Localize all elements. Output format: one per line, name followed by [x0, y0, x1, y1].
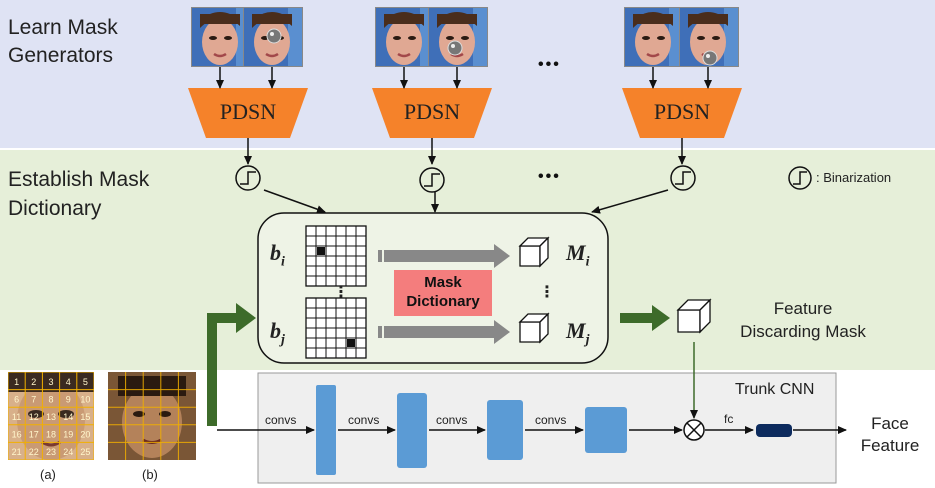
face-thumbnail — [624, 7, 684, 67]
vdots-right: ⋮ — [539, 284, 555, 301]
pdsn-label-1: PDSN — [219, 99, 277, 124]
bj-label-text: b — [270, 318, 281, 343]
bi-label: bi — [270, 240, 285, 270]
mask-grid-bi — [305, 225, 367, 287]
grid-number: 25 — [80, 447, 90, 457]
grid-number: 24 — [63, 447, 73, 457]
trunk-block-3 — [487, 400, 523, 460]
bi-label-text: b — [270, 240, 281, 265]
establish-section-title: Establish Mask Dictionary — [8, 168, 150, 220]
grid-number: 16 — [12, 430, 22, 440]
grid-number: 3 — [48, 377, 53, 387]
grid-number: 19 — [63, 430, 73, 440]
grid-number: 22 — [29, 447, 39, 457]
caption-a: (a) — [40, 467, 56, 482]
pdsn-block-1 — [188, 88, 308, 138]
feature-mask-label: Feature Discarding Mask — [740, 299, 866, 341]
convs-label-3: convs — [436, 413, 468, 427]
grid-number: 6 — [14, 394, 19, 404]
mask-dictionary-box — [394, 270, 492, 316]
pdsn-label-2: PDSN — [403, 99, 461, 124]
binarization-icon-3 — [670, 165, 696, 191]
mi-label-sub: i — [585, 254, 590, 270]
trunk-cnn-title: Trunk CNN — [735, 381, 815, 398]
mj-label-sub: j — [585, 332, 590, 348]
caption-b: (b) — [142, 467, 158, 482]
trunk-block-2 — [397, 393, 427, 468]
grid-number: 2 — [31, 377, 36, 387]
cube-mi — [518, 236, 550, 268]
grid-number: 17 — [29, 430, 39, 440]
trunk-block-4 — [585, 407, 627, 453]
mj-label: Mj — [566, 318, 589, 348]
fc-block — [756, 424, 792, 437]
learn-section-title: Learn Mask Generators — [8, 16, 118, 67]
cube-feature-mask — [676, 298, 712, 334]
grid-number: 21 — [12, 447, 22, 457]
grid-number: 23 — [46, 447, 56, 457]
mask-grid-bj — [305, 297, 367, 359]
grid-number: 14 — [63, 412, 73, 422]
gray-arrow-bottom — [378, 320, 510, 344]
face-thumbnail — [679, 7, 739, 67]
grid-number: 1 — [14, 377, 19, 387]
ellipsis-mid: ••• — [538, 168, 561, 185]
mj-label-text: M — [566, 318, 586, 343]
grid-number: 11 — [12, 412, 21, 422]
vdots-left: ⋮ — [333, 284, 349, 301]
mi-label-text: M — [566, 240, 586, 265]
fc-label: fc — [724, 412, 734, 426]
face-thumbnail — [375, 7, 435, 67]
mask-dictionary-label: Mask Dictionary — [406, 274, 480, 310]
binarization-legend-label: : Binarization — [816, 170, 892, 185]
pdsn-label-3: PDSN — [653, 99, 711, 124]
grid-number: 18 — [46, 430, 56, 440]
face-feature-label: Face Feature — [860, 414, 920, 455]
cube-mj — [518, 312, 550, 344]
binarization-legend-icon — [788, 166, 812, 190]
grid-number: 4 — [66, 377, 71, 387]
green-arrow-to-dictionary — [207, 303, 256, 426]
bj-label-sub: j — [281, 332, 285, 348]
multiply-icon — [683, 419, 705, 441]
grid-number: 12 — [29, 412, 39, 422]
grid-number: 15 — [80, 412, 90, 422]
grid-number: 8 — [48, 394, 53, 404]
face-thumbnail — [191, 7, 251, 67]
convs-label-4: convs — [535, 413, 567, 427]
convs-label-1: convs — [265, 413, 297, 427]
grid-number: 10 — [80, 394, 90, 404]
binarization-icon-2 — [419, 167, 445, 193]
bi-label-sub: i — [281, 254, 285, 270]
mi-label: Mi — [566, 240, 589, 270]
bj-label: bj — [270, 318, 285, 348]
grid-number: 13 — [46, 412, 56, 422]
trunk-block-1 — [316, 385, 336, 475]
face-thumbnail — [243, 7, 303, 67]
face-thumbnail — [428, 7, 488, 67]
convs-label-2: convs — [348, 413, 380, 427]
binarization-icon-1 — [235, 165, 261, 191]
gray-arrow-top — [378, 244, 510, 268]
grid-number: 7 — [31, 394, 36, 404]
grid-number: 5 — [83, 377, 88, 387]
trunk-cnn-container — [257, 372, 837, 484]
pdsn-block-3 — [622, 88, 742, 138]
ellipsis-top: ••• — [538, 56, 561, 73]
face-b — [108, 372, 196, 460]
pdsn-block-2 — [372, 88, 492, 138]
green-arrow-to-mask — [620, 305, 670, 331]
grid-number: 9 — [66, 394, 71, 404]
grid-number: 20 — [80, 430, 90, 440]
